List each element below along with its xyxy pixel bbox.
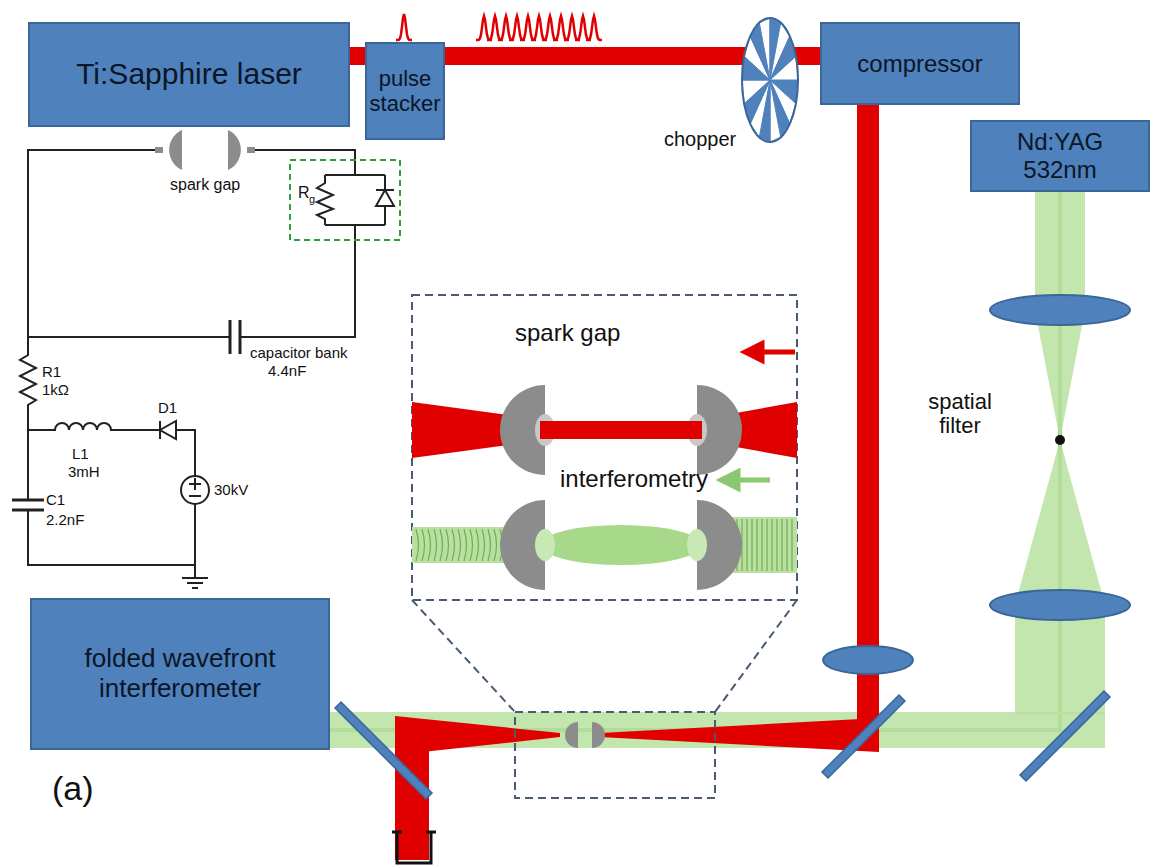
- diode-symbol: [376, 175, 394, 225]
- annotation-label: 2.2nF: [46, 512, 84, 529]
- spatial-filter: [990, 295, 1130, 620]
- box-label: compressor: [857, 50, 982, 78]
- resistor-symbol: [20, 337, 36, 500]
- capacitor-symbol: [230, 320, 240, 354]
- annotation-label: spatial filter: [905, 390, 1015, 438]
- zoom-frame: [412, 295, 797, 798]
- pump-beam: [395, 105, 879, 860]
- annotation-label: R: [298, 184, 310, 202]
- annotation-label: interferometry: [560, 466, 708, 492]
- component-box: pulse stacker: [365, 42, 445, 140]
- component-box: compressor: [820, 22, 1020, 105]
- annotation-label: L1: [72, 446, 89, 463]
- pulse-train: [396, 14, 602, 40]
- box-label: pulse stacker: [370, 66, 441, 117]
- beam-path: [330, 192, 1060, 730]
- component-box: folded wavefront interferometer: [30, 598, 330, 750]
- annotation-label: (a): [52, 770, 94, 807]
- component-box: Nd:YAG 532nm: [970, 120, 1150, 192]
- diode-symbol: [160, 421, 195, 476]
- inductor-symbol: [28, 423, 160, 430]
- chopper-wheel: [742, 18, 798, 142]
- annotation-label: 3mH: [68, 464, 100, 481]
- annotation-label: spark gap: [170, 176, 240, 194]
- annotation-label: 30kV: [214, 482, 248, 499]
- annotation-label: g: [309, 193, 315, 205]
- focusing-lens: [823, 646, 913, 674]
- annotation-label: chopper: [664, 128, 736, 150]
- beam-path: [350, 47, 365, 65]
- voltage-source: [181, 476, 209, 504]
- box-label: Ti:Sapphire laser: [76, 57, 302, 92]
- annotation-label: C1: [46, 492, 65, 509]
- inset-interferometry: [412, 480, 797, 590]
- box-label: folded wavefront interferometer: [38, 644, 322, 704]
- charging-circuit: [12, 150, 394, 588]
- spark-gap-electrodes: [565, 722, 605, 748]
- box-label: Nd:YAG 532nm: [978, 128, 1142, 183]
- beam-dump: [392, 832, 436, 863]
- annotation-label: D1: [158, 400, 177, 417]
- annotation-label: spark gap: [515, 320, 620, 346]
- component-box: Ti:Sapphire laser: [28, 22, 350, 127]
- annotation-label: 4.4nF: [268, 363, 306, 380]
- probe-beam: [330, 192, 1105, 748]
- resistor-symbol: [317, 175, 333, 225]
- mirror: [335, 691, 1110, 799]
- annotation-label: 1kΩ: [42, 382, 69, 399]
- capacitor-symbol: [12, 500, 44, 510]
- spark-gap-electrodes: [155, 130, 255, 170]
- annotation-label: R1: [42, 364, 61, 381]
- inset-spark-gap: [412, 352, 797, 475]
- component-group-frame: [290, 160, 400, 240]
- annotation-label: capacitor bank: [250, 345, 348, 362]
